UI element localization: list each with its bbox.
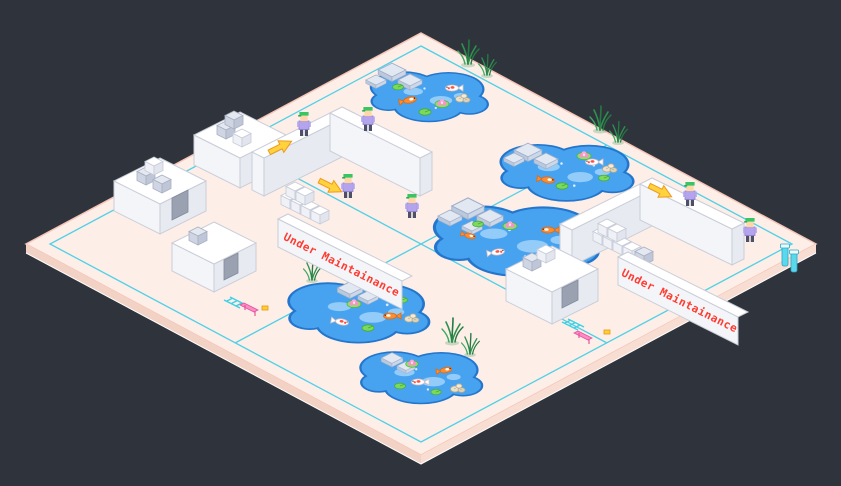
warehouse-right	[504, 244, 600, 325]
lily-pad	[394, 382, 406, 390]
door	[561, 279, 579, 309]
lily-pad	[418, 108, 432, 116]
tool	[261, 305, 269, 311]
tool	[603, 329, 611, 335]
lily-pad	[555, 182, 569, 190]
pipes	[780, 243, 799, 273]
warehouse-small-left	[170, 221, 258, 293]
door	[223, 252, 239, 281]
lily-pad	[430, 388, 442, 396]
lily-pad	[361, 324, 375, 332]
wall-southeast	[328, 106, 434, 197]
platform-side-left	[26, 244, 421, 464]
door	[171, 189, 189, 221]
lily-pad	[598, 174, 610, 182]
warehouse-left	[112, 156, 208, 235]
platform-bottom-line	[25, 252, 817, 465]
lily-pad	[392, 83, 404, 91]
lily-pad	[472, 220, 484, 228]
